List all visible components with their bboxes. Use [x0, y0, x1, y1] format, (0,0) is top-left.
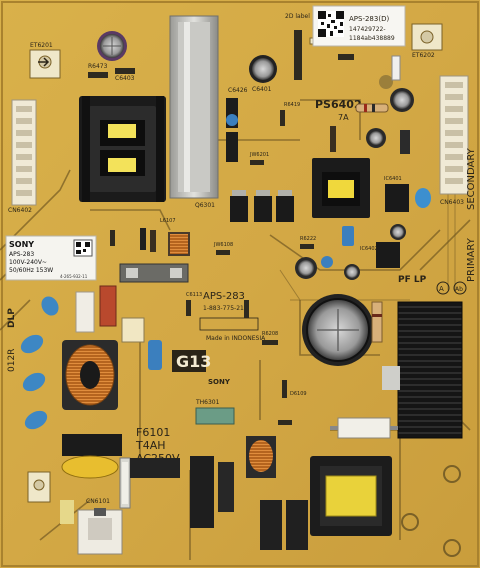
cn6403-label: CN6403: [440, 199, 464, 206]
svg-text:R6419: R6419: [284, 102, 300, 108]
small-inductor: [246, 436, 276, 478]
svg-text:L6107: L6107: [160, 218, 176, 224]
standby-transformer: [312, 158, 370, 218]
svg-text:ET6201: ET6201: [30, 42, 53, 49]
board-part-number: 1-883-775-21: [203, 305, 244, 312]
dlp-marking: DLP: [7, 308, 17, 328]
svg-text:C6113: C6113: [186, 292, 202, 298]
connector-cn6402: [11, 99, 37, 206]
svg-text:D6109: D6109: [290, 391, 307, 397]
capacitor-right-top: [390, 88, 414, 112]
main-transformer: [79, 96, 166, 202]
g13-mark: G13: [172, 350, 211, 372]
sticker-id-line3: 1184ab438889: [349, 35, 395, 42]
id-sticker-qr: [312, 5, 406, 47]
id-label-text: 2D label: [285, 13, 310, 20]
th6301-label: TH6301: [195, 399, 220, 406]
pfc-inductor: [310, 456, 392, 536]
pf-lp-label: PF LP: [398, 275, 427, 285]
fuse-ref: F6101: [136, 426, 170, 439]
heatsink-right: [382, 301, 463, 439]
svg-text:JW6201: JW6201: [249, 152, 269, 158]
sticker-id-line1: APS-283(D): [349, 15, 389, 23]
spec-rating: 50/60Hz 153W: [9, 267, 53, 274]
board-revision: 7A: [338, 113, 349, 122]
secondary-label: SECONDARY: [466, 147, 477, 210]
spec-voltage: 100V-240V~: [9, 259, 47, 266]
sony-silkscreen: SONY: [208, 378, 231, 386]
aluminum-heatsink-top: [169, 15, 219, 199]
svg-text:ET6202: ET6202: [412, 52, 435, 59]
made-in: Made in INDONESIA: [206, 335, 266, 342]
svg-text:R6222: R6222: [300, 236, 316, 242]
svg-text:Q6301: Q6301: [195, 202, 215, 209]
primary-label: PRIMARY: [466, 237, 477, 282]
svg-text:C6401: C6401: [252, 86, 272, 93]
input-terminal: [119, 263, 189, 283]
svg-text:Ab: Ab: [455, 286, 463, 293]
svg-text:R6473: R6473: [88, 63, 108, 70]
electrolytic-capacitor-small: [97, 31, 127, 61]
spec-code: 4-265-932-11: [60, 274, 88, 279]
spec-model: APS-283: [9, 251, 34, 258]
connector-secondary: [439, 75, 469, 195]
cn6101-label: CN6101: [86, 498, 110, 505]
svg-text:C6403: C6403: [115, 75, 135, 82]
board-code: PS6402: [315, 98, 362, 111]
fuse-f6101: [119, 457, 131, 509]
common-mode-choke: [62, 340, 118, 410]
spec-sticker: [5, 235, 97, 281]
fuse-rating: T4AH: [135, 439, 166, 452]
sticker-id-line2: 147429722-: [349, 26, 386, 33]
mosfet-row: [230, 190, 294, 222]
t12r-marking: 012R: [7, 349, 17, 372]
spec-brand: SONY: [9, 240, 34, 249]
svg-text:IC6401: IC6401: [384, 176, 402, 182]
svg-text:R6208: R6208: [262, 331, 278, 337]
svg-text:C6426: C6426: [228, 87, 248, 94]
svg-text:G13: G13: [176, 352, 211, 371]
x-capacitors: [20, 296, 59, 430]
svg-text:IC6402: IC6402: [360, 246, 378, 252]
svg-text:A: A: [439, 285, 444, 293]
board-model: APS-283: [203, 291, 245, 302]
main-bulk-capacitor: [302, 294, 374, 366]
cn6402-label: CN6402: [8, 207, 32, 214]
svg-text:JW6108: JW6108: [213, 242, 233, 248]
